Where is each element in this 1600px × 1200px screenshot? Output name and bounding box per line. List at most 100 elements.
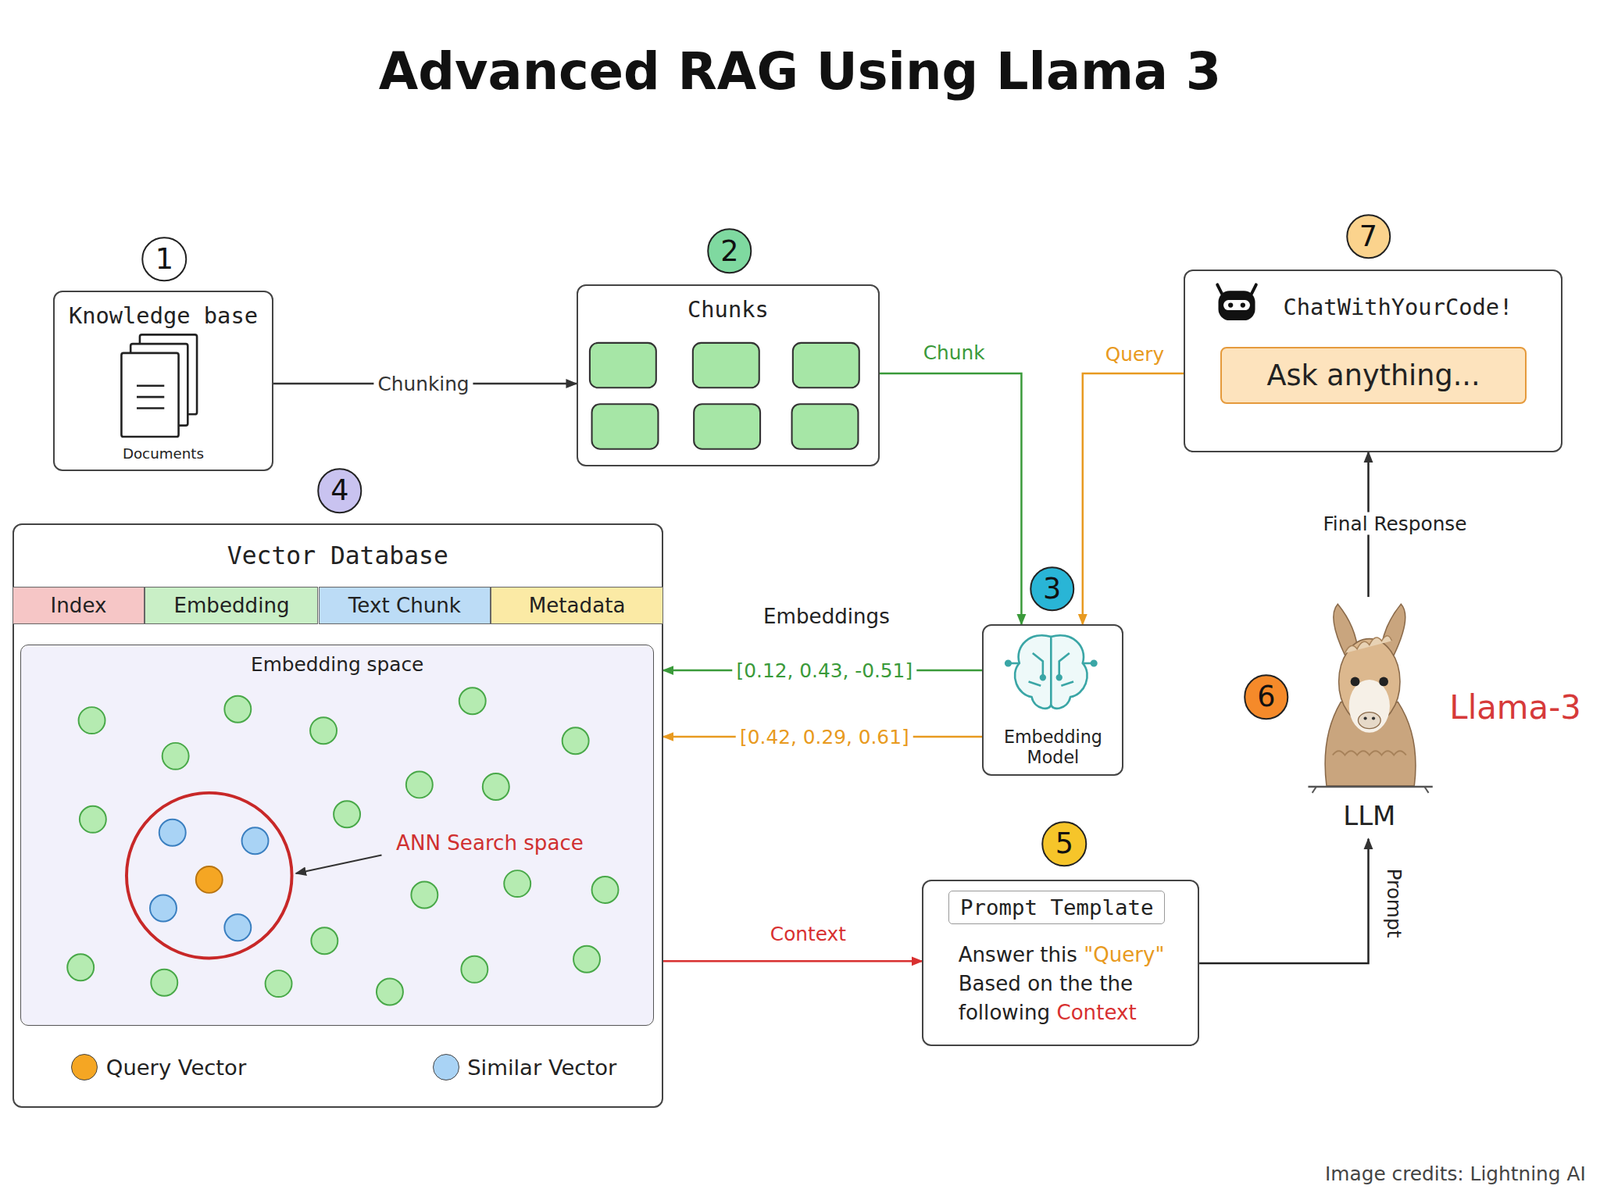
label-anchor: [0.42, 0.29, 0.61] [735, 725, 914, 749]
legend-text: Similar Vector [467, 1055, 617, 1080]
label-anchor: ANN Search space [396, 831, 584, 855]
edge-label: Final Response [1318, 512, 1471, 536]
box-heading: Chunks [687, 296, 769, 323]
chunk-tiles [589, 342, 860, 450]
panel-heading: Embedding space [250, 653, 424, 676]
leader-line [296, 855, 383, 875]
prompt-word: the [1099, 971, 1133, 996]
prompt-word: the [1059, 971, 1093, 996]
table-header-cell: Text Chunk [318, 586, 492, 625]
label-anchor: Llama-3 [1449, 688, 1581, 727]
prompt-word [1021, 971, 1028, 996]
connector-arrow [879, 373, 1022, 625]
embedding-space-ground [20, 644, 654, 1025]
label-anchor: 5 [1042, 821, 1087, 866]
llama-illustration [1307, 603, 1433, 793]
input-field: Ask anything... [1220, 346, 1527, 404]
box-heading: Prompt Template [960, 895, 1154, 920]
connector-arrow [1082, 373, 1184, 625]
connector-arrow [663, 960, 922, 963]
label-anchor: 3 [1029, 566, 1075, 611]
legend-text: Query Vector [106, 1055, 247, 1080]
cell-text: Embedding [173, 593, 290, 618]
box-label: Embedding Model [989, 726, 1116, 768]
cell-text: Metadata [528, 593, 626, 618]
callout-number: 4 [317, 468, 362, 514]
prompt-word [1050, 1000, 1057, 1025]
table-header-cell: Metadata [490, 586, 664, 625]
icon-caption: Documents [122, 445, 204, 462]
image-credit: Image credits: Lightning AI [1325, 1162, 1586, 1186]
prompt-word: on [1027, 971, 1054, 996]
label-anchor: 6 [1243, 674, 1289, 719]
legend-item: Query Vector [71, 1053, 247, 1081]
similar-dots [150, 819, 269, 941]
label-anchor: Query [1101, 342, 1168, 366]
annotation: ANN Search space [396, 831, 584, 855]
legend-swatch [71, 1053, 98, 1081]
prompt-word: Answer [958, 942, 1034, 967]
label-anchor: Context [766, 922, 850, 946]
table-header-cell: Index [12, 586, 146, 625]
section-label: Embeddings [763, 604, 890, 629]
edge-label: Context [766, 922, 850, 946]
callout-number: 6 [1243, 674, 1289, 719]
edge-label: Chunk [919, 340, 990, 364]
label-anchor: Chunking [373, 372, 473, 396]
input-placeholder: Ask anything... [1267, 358, 1481, 393]
callout-number: 7 [1346, 214, 1391, 259]
model-name: Llama-3 [1449, 688, 1581, 727]
label-anchor: Advanced RAG Using Llama 3 [378, 41, 1222, 101]
brain-icon [1005, 635, 1097, 709]
callout-number: 3 [1029, 566, 1075, 611]
label-anchor: Final Response [1318, 512, 1471, 536]
edge-label: [0.42, 0.29, 0.61] [735, 725, 914, 749]
callout-number: 5 [1042, 821, 1087, 866]
connectors [273, 373, 1368, 964]
prompt-word [1092, 971, 1100, 996]
prompt-word: Context [1056, 1000, 1136, 1025]
chunks-box: Chunks [576, 284, 880, 466]
callout-number: 1 [142, 236, 187, 282]
knowledge-base-box: Knowledge baseDocuments [53, 290, 274, 472]
edge-label: Prompt [1382, 864, 1406, 942]
label-anchor: 2 [707, 228, 752, 274]
prompt-word: following [958, 1000, 1050, 1025]
diagram-title: Advanced RAG Using Llama 3 [378, 41, 1222, 101]
edge-label: [0.12, 0.43, -0.51] [732, 659, 917, 683]
label-anchor: Prompt [1382, 864, 1406, 942]
prompt-word [1077, 942, 1084, 967]
llm-node: LLM [1306, 596, 1433, 840]
box-heading: ChatWithYourCode! [1282, 293, 1513, 321]
vector-dots [67, 687, 618, 1005]
prompt-word [1053, 971, 1060, 996]
ann-circle [126, 792, 293, 959]
cell-text: Index [50, 593, 108, 618]
prompt-template-box: Answer this "Query" Based on the the fol… [921, 879, 1200, 1047]
documents-icon [121, 334, 197, 437]
label-anchor: [0.12, 0.43, -0.51] [732, 659, 917, 683]
chat-box: ChatWithYourCode! Ask anything... [1183, 269, 1563, 453]
prompt-word: this [1039, 942, 1078, 967]
label-anchor: Image credits: Lightning AI [1325, 1162, 1586, 1186]
prompt-template-heading: Prompt Template [948, 890, 1165, 925]
label-anchor: Embeddings [763, 604, 890, 629]
query-dot [196, 866, 223, 893]
callout-number: 2 [707, 228, 752, 274]
prompt-word: Based [958, 971, 1022, 996]
edge-label: Query [1101, 342, 1168, 366]
llm-label: LLM [1342, 800, 1396, 832]
prompt-body: Answer this "Query" Based on the the fol… [958, 940, 1186, 1028]
cell-text: Text Chunk [348, 593, 461, 618]
edge-label: Chunking [373, 372, 473, 396]
table-header-cell: Embedding [144, 586, 318, 625]
robot-icon [1217, 284, 1257, 321]
box-heading: Vector Database [227, 541, 449, 570]
embedding-model-box: Embedding Model [982, 624, 1124, 775]
prompt-word [1033, 942, 1040, 967]
prompt-word: "Query" [1083, 942, 1165, 967]
label-anchor: 1 [142, 236, 187, 282]
legend-item: Similar Vector [432, 1053, 617, 1081]
